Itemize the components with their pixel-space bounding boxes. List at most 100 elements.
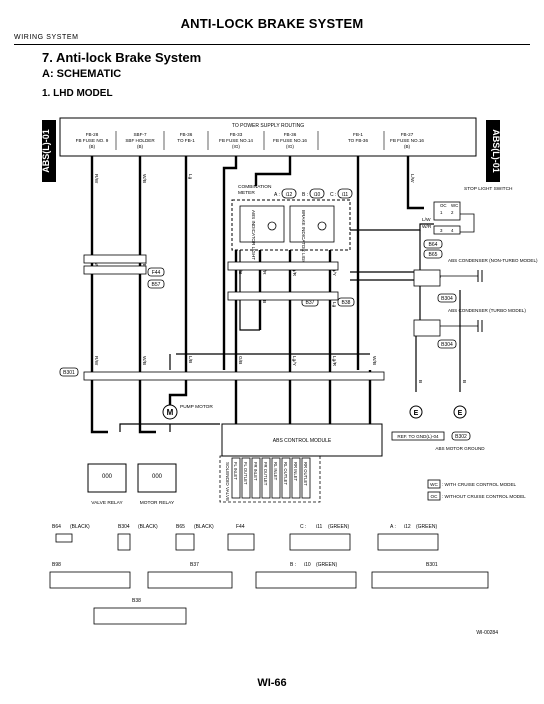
meter-b-conn: i10 [314,192,321,198]
wire-labels: R/W W/B Lg L/W G/B G/R Lg/R Lg/Y R/W W/B… [93,174,467,383]
figure-code: WI-00284 [476,630,498,636]
solenoid-valve-label: FL INLET [233,462,238,480]
stop-light-title: STOP LIGHT SWITCH [464,186,513,192]
solenoid-valve-box [301,457,311,499]
face-b-color: (GREEN) [316,562,337,568]
combination-meter: COMBINATION METER A : i12 B : i10 C : i1… [231,184,353,267]
fuse-2-l1: SBF-7 [133,132,146,137]
wire-lw-2: L/W [422,217,431,223]
legend-wc-text: : WITH CRUISE CONTROL MODEL [442,482,517,487]
abs-lamp-icon [267,221,277,231]
legend-oc-text: : WITHOUT CRUISE CONTROL MODEL [442,494,526,499]
stop-pin-2: 2 [451,210,454,215]
svg-text:000: 000 [102,474,113,480]
face-c: C : [300,524,306,530]
tag-b38: B38 [342,300,351,306]
fuse-5-l3: (IG) [286,144,294,149]
fuse-7-l1: FB-27 [401,132,414,137]
page-number: WI-66 [257,677,287,689]
wire-wb-2: W/B [141,356,147,365]
stop-pin-1: 1 [440,210,443,215]
tag-b57: B57 [152,282,161,288]
module-title: ABS CONTROL MODULE [273,438,332,444]
brake-indicator-label: BRAKE INDICATOR LIGHT [301,210,306,267]
power-supply-title: TO POWER SUPPLY ROUTING [232,123,304,129]
face-b65-color: (BLACK) [194,524,214,530]
fuse-3-l2: TO FB-1 [177,138,195,143]
fuse-7-l2: FB FUSE NO.16 [390,138,424,143]
power-supply-box: TO POWER SUPPLY ROUTING FB-28 FB FUSE NO… [59,117,477,157]
brake-lamp-icon [317,221,327,231]
svg-text:E: E [458,410,463,417]
solenoid-valve-box [251,457,261,499]
wire-lgy-1: Lg/Y [331,266,337,277]
tag-b301: B301 [63,370,75,376]
face-f44: F44 [236,524,245,530]
meter-a-label: A : [274,192,280,198]
stop-light-switch: STOP LIGHT SWITCH OC WC 1 2 3 4 [433,186,513,235]
pump-motor: M PUMP MOTOR [162,404,213,420]
wire-lgr-1: Lg/R [291,266,297,277]
system-label: WIRING SYSTEM [14,34,79,41]
condenser-nt-title: ABS CONDENSER (NON-TURBO MODEL) [448,258,538,263]
solenoid-valve-box [231,457,241,499]
wire-lg-2: Lg [331,302,337,308]
face-b98: B98 [52,562,61,568]
motor-icon [162,404,178,420]
motor-relay-label: MOTOR RELAY [140,500,175,506]
tag-b37: B37 [306,300,315,306]
fuse-5-l2: FB FUSE NO.16 [273,138,307,143]
legend-wc: WC [430,482,438,487]
connector-tags: B64 B65 F44 B57 B37 B38 B304 B304 B301 B… [59,239,471,441]
left-tab: ABS(L)-01 [41,120,56,182]
connector-faces: B64 (BLACK) B304 (BLACK) B65 (BLACK) F44… [49,524,489,625]
header-divider [14,44,530,45]
motor-ground-label: ABS MOTOR GROUND [435,446,485,451]
wire-lb-1: L/B [187,356,193,363]
face-c-conn: i11 [316,524,323,530]
face-a-color: (GREEN) [416,524,437,530]
face-b: B : [290,562,296,568]
tag-b302: B302 [455,434,467,440]
fuse-1-l1: FB-28 [86,132,99,137]
solenoid-valve-label: RL OUTLET [283,462,288,485]
fuse-2-l3: (B) [137,144,144,149]
fuse-1-l2: FB FUSE NO. 9 [76,138,109,143]
face-b301: B301 [426,562,438,568]
solenoid-valve-box [271,457,281,499]
fuse-3-l1: FB-36 [180,132,193,137]
legend: WC : WITH CRUISE CONTROL MODEL OC : WITH… [427,479,526,501]
pump-motor-label: PUMP MOTOR [180,404,213,410]
face-b37: B37 [190,562,199,568]
face-b304-color: (BLACK) [138,524,158,530]
tag-b64: B64 [429,242,438,248]
solenoid-valve-label: RR INLET [293,462,298,482]
face-c-color: (GREEN) [328,524,349,530]
fuse-5-l1: FB-36 [284,132,297,137]
svg-text:E: E [414,410,419,417]
solenoid-valve-label: RR OUTLET [303,462,308,486]
svg-text:000: 000 [152,474,163,480]
legend-oc: OC [431,494,439,499]
meter-a-conn: i12 [286,192,293,198]
wire-gb-2: G/B [237,356,243,364]
fuse-6-l1: FB-1 [353,132,363,137]
wire-bk-2: B [461,380,467,383]
model-title: 1. LHD MODEL [42,88,113,99]
wire-lw-1: L/W [409,174,415,183]
stop-wc-label: WC [451,203,458,208]
stop-pin-3: 3 [440,228,443,233]
wire-rw-2: R/W [93,356,99,366]
abs-condensers: ABS CONDENSER (NON-TURBO MODEL) ABS COND… [440,258,538,332]
face-a-conn: i12 [404,524,411,530]
ground-ref-label: REF. TO GND(L)-04 [397,434,439,439]
wire-lg-1: Lg [187,174,193,180]
wire-lgy-2: Lg/Y [291,356,297,367]
tag-f44: F44 [152,270,161,276]
grounds: E REF. TO GND(L)-04 E ABS MOTOR GROUND [391,405,485,451]
fuse-4-l3: (IG) [232,144,240,149]
wire-wb-1: W/B [141,174,147,183]
face-b-conn: i10 [304,562,311,568]
